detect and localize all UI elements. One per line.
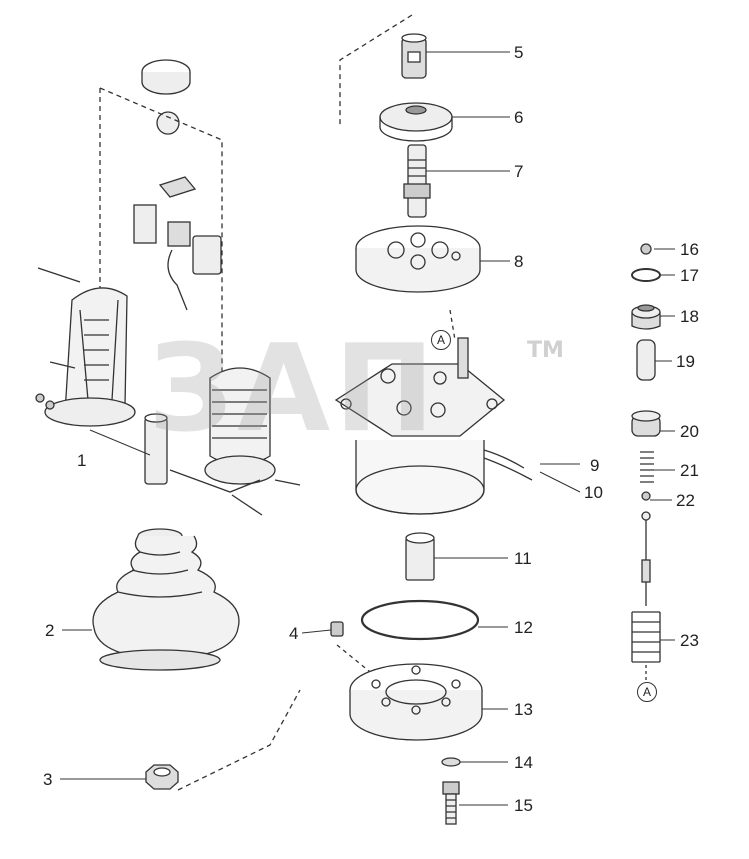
switch-bracket-part: [133, 176, 222, 311]
plate-part: [379, 102, 453, 142]
part-label-9: 9: [590, 456, 600, 475]
part-label-12: 12: [514, 618, 533, 637]
leader-lines: [60, 51, 675, 806]
part-label-16: 16: [680, 240, 699, 259]
shaft-joint-part: [403, 144, 431, 218]
sleeve-part: [405, 532, 435, 581]
o-ring-small-part: [631, 268, 661, 282]
part-label-20: 20: [680, 422, 699, 441]
washer-part: [441, 757, 461, 767]
flange-part: [349, 663, 483, 741]
spring-seat-part: [631, 410, 661, 437]
o-ring-large-part: [360, 599, 480, 641]
valve-body-part: [334, 337, 533, 515]
small-spring-part: [640, 451, 654, 483]
part-label-21: 21: [680, 461, 699, 480]
rubber-boot-part: [92, 528, 240, 671]
part-label-3: 3: [43, 770, 53, 789]
leader-dashed-handle-2: [99, 87, 223, 390]
leader-dashed-pin: [336, 644, 381, 681]
small-washer-part: [641, 491, 651, 501]
coupling-part: [401, 33, 427, 79]
part-label-5: 5: [514, 43, 524, 62]
leader-dashed-nut: [177, 689, 301, 791]
part-label-10: 10: [584, 483, 603, 502]
ball-part: [156, 111, 180, 135]
large-spring-part: [631, 611, 661, 663]
part-label-7: 7: [514, 162, 524, 181]
lever-body-part: [144, 367, 301, 516]
part-label-1: 1: [77, 451, 87, 470]
cap-part: [141, 59, 191, 95]
leader-dashed-center: [449, 309, 456, 341]
small-ball-part: [640, 243, 652, 255]
part-label-13: 13: [514, 700, 533, 719]
watermark-trademark: TM: [527, 338, 564, 363]
part-label-23: 23: [680, 631, 699, 650]
part-label-11: 11: [514, 549, 532, 568]
part-label-4: 4: [289, 624, 299, 643]
bolt-part: [442, 781, 460, 825]
part-label-15: 15: [514, 796, 533, 815]
part-label-22: 22: [676, 491, 695, 510]
part-label-6: 6: [514, 108, 524, 127]
reference-mark-a-bottom: A: [637, 682, 657, 702]
part-label-8: 8: [514, 252, 524, 271]
part-label-2: 2: [45, 621, 55, 640]
spool-part: [641, 511, 651, 606]
watermark-logo: ЗАП: [148, 320, 439, 459]
nut-part: [145, 764, 179, 790]
part-label-14: 14: [514, 753, 533, 772]
part-label-18: 18: [680, 307, 699, 326]
plug-part: [631, 304, 661, 330]
pin-part: [330, 621, 344, 637]
disc-part: [355, 225, 481, 293]
part-label-17: 17: [680, 266, 699, 285]
part-label-19: 19: [676, 352, 695, 371]
reference-mark-a-top: A: [431, 330, 451, 350]
leader-dashed-top: [339, 14, 413, 125]
push-rod-part: [636, 339, 656, 381]
handle-grip-part: [35, 267, 136, 427]
